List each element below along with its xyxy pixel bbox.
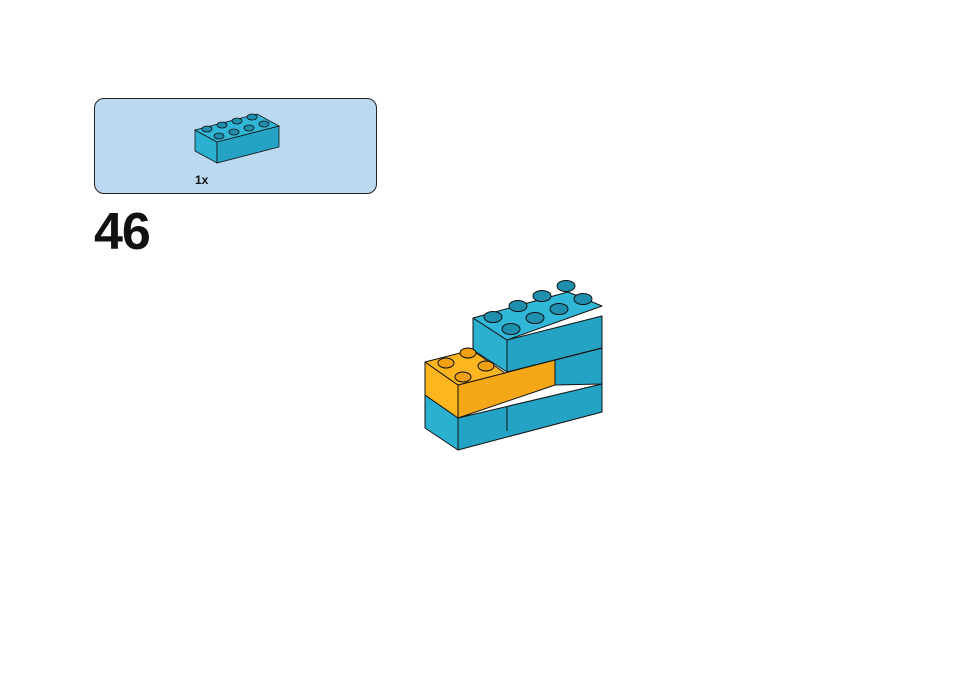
- brick-bottom-side: [457, 383, 603, 451]
- brick-2x4-icon: [193, 113, 281, 164]
- stud: [573, 293, 593, 305]
- stud: [556, 280, 576, 292]
- stud: [454, 371, 472, 383]
- stud: [501, 323, 521, 335]
- stud: [437, 357, 455, 369]
- stud: [477, 360, 495, 372]
- step-number: 46: [94, 203, 151, 261]
- stud: [532, 290, 552, 302]
- stud: [483, 311, 503, 323]
- parts-callout: 1x: [94, 98, 377, 194]
- stud: [508, 300, 528, 312]
- stud: [549, 303, 569, 315]
- part-quantity: 1x: [195, 173, 209, 187]
- stud: [459, 347, 477, 359]
- stud: [525, 312, 545, 324]
